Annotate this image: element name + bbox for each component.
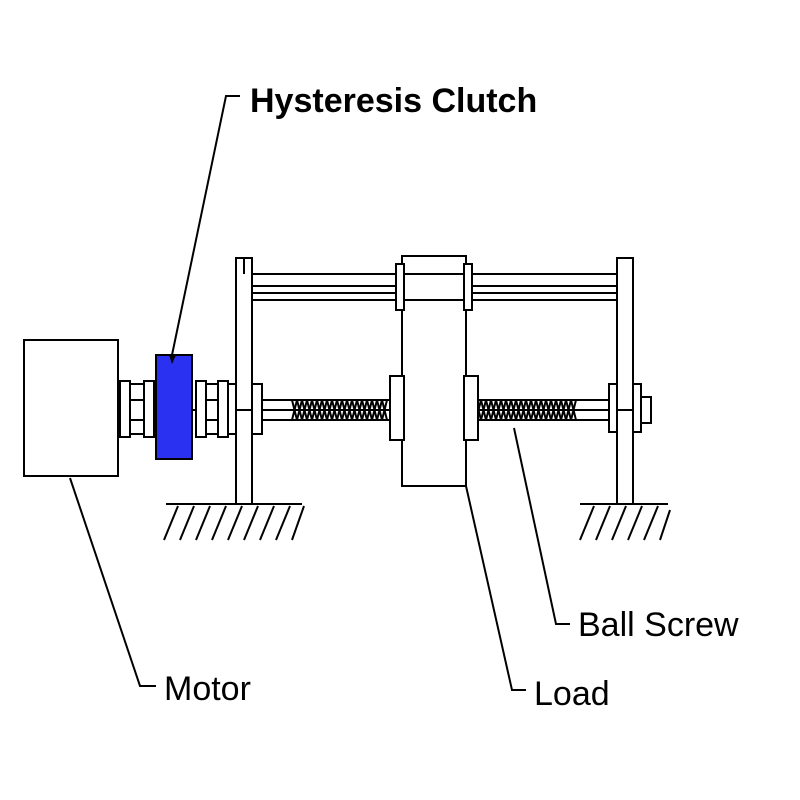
left-ground [163, 503, 305, 541]
right-bearing [608, 383, 652, 433]
label-motor: Motor [164, 670, 251, 708]
leader-motor [69, 477, 156, 687]
right-ground [579, 503, 671, 541]
right-support [616, 257, 634, 505]
hysteresis-clutch [155, 354, 193, 460]
leader-hysteresis-clutch [169, 95, 240, 364]
label-load: Load [534, 675, 610, 713]
ball-screw-thread-right [475, 399, 577, 421]
ball-screw-thread-left [291, 399, 388, 421]
leader-load [465, 485, 526, 691]
coupling-left [119, 380, 155, 438]
label-ball-screw: Ball Screw [578, 606, 739, 644]
motor [23, 339, 119, 477]
coupling-right [195, 380, 229, 438]
label-hysteresis-clutch: Hysteresis Clutch [250, 82, 537, 120]
leader-ball-screw [513, 427, 570, 625]
left-support [235, 257, 253, 505]
load-carriage [389, 255, 479, 487]
